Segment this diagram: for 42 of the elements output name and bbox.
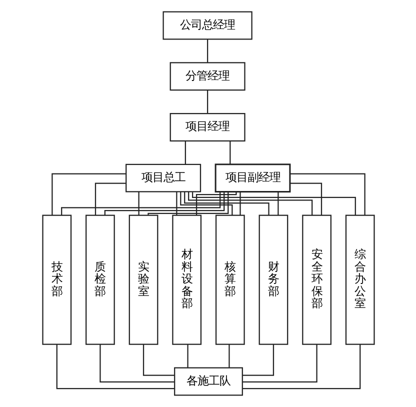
connector (290, 182, 322, 216)
connector (277, 192, 278, 216)
node-box: 项目总工 (125, 164, 201, 192)
connector (228, 344, 230, 368)
connector (186, 344, 188, 368)
connector (104, 192, 224, 216)
node-box: 项目副经理 (214, 164, 290, 192)
connector (147, 192, 228, 216)
node-box: 综合办公室 (344, 214, 374, 345)
connector (242, 344, 274, 376)
connector (242, 344, 317, 382)
connector (51, 173, 126, 216)
connector (180, 192, 232, 215)
connector (229, 141, 230, 164)
node-box: 材料设备部 (172, 214, 202, 345)
connector (188, 192, 312, 216)
node-box: 公司总经理 (162, 11, 252, 40)
connector (195, 192, 236, 216)
node-box: 核算部 (214, 214, 244, 345)
connector (242, 344, 360, 390)
connector (206, 90, 208, 114)
node-box: 安全环保部 (302, 214, 331, 345)
node-box: 实验室 (128, 214, 158, 345)
connector (94, 182, 126, 216)
node-box: 项目经理 (169, 113, 245, 142)
connector (184, 141, 186, 164)
connector (239, 192, 240, 216)
connector (290, 173, 365, 216)
node-box: 技术部 (42, 214, 72, 345)
connector (142, 344, 174, 376)
connector (184, 192, 269, 216)
node-box: 各施工队 (174, 367, 242, 396)
connector (56, 344, 174, 390)
node-box: 财务部 (258, 214, 288, 345)
connector (138, 192, 139, 216)
connector (192, 192, 356, 216)
node-box: 分管经理 (169, 62, 245, 91)
connector (206, 39, 208, 62)
connector (99, 344, 174, 382)
connector (60, 192, 220, 216)
node-box: 质检部 (85, 214, 114, 345)
connector (176, 192, 177, 216)
